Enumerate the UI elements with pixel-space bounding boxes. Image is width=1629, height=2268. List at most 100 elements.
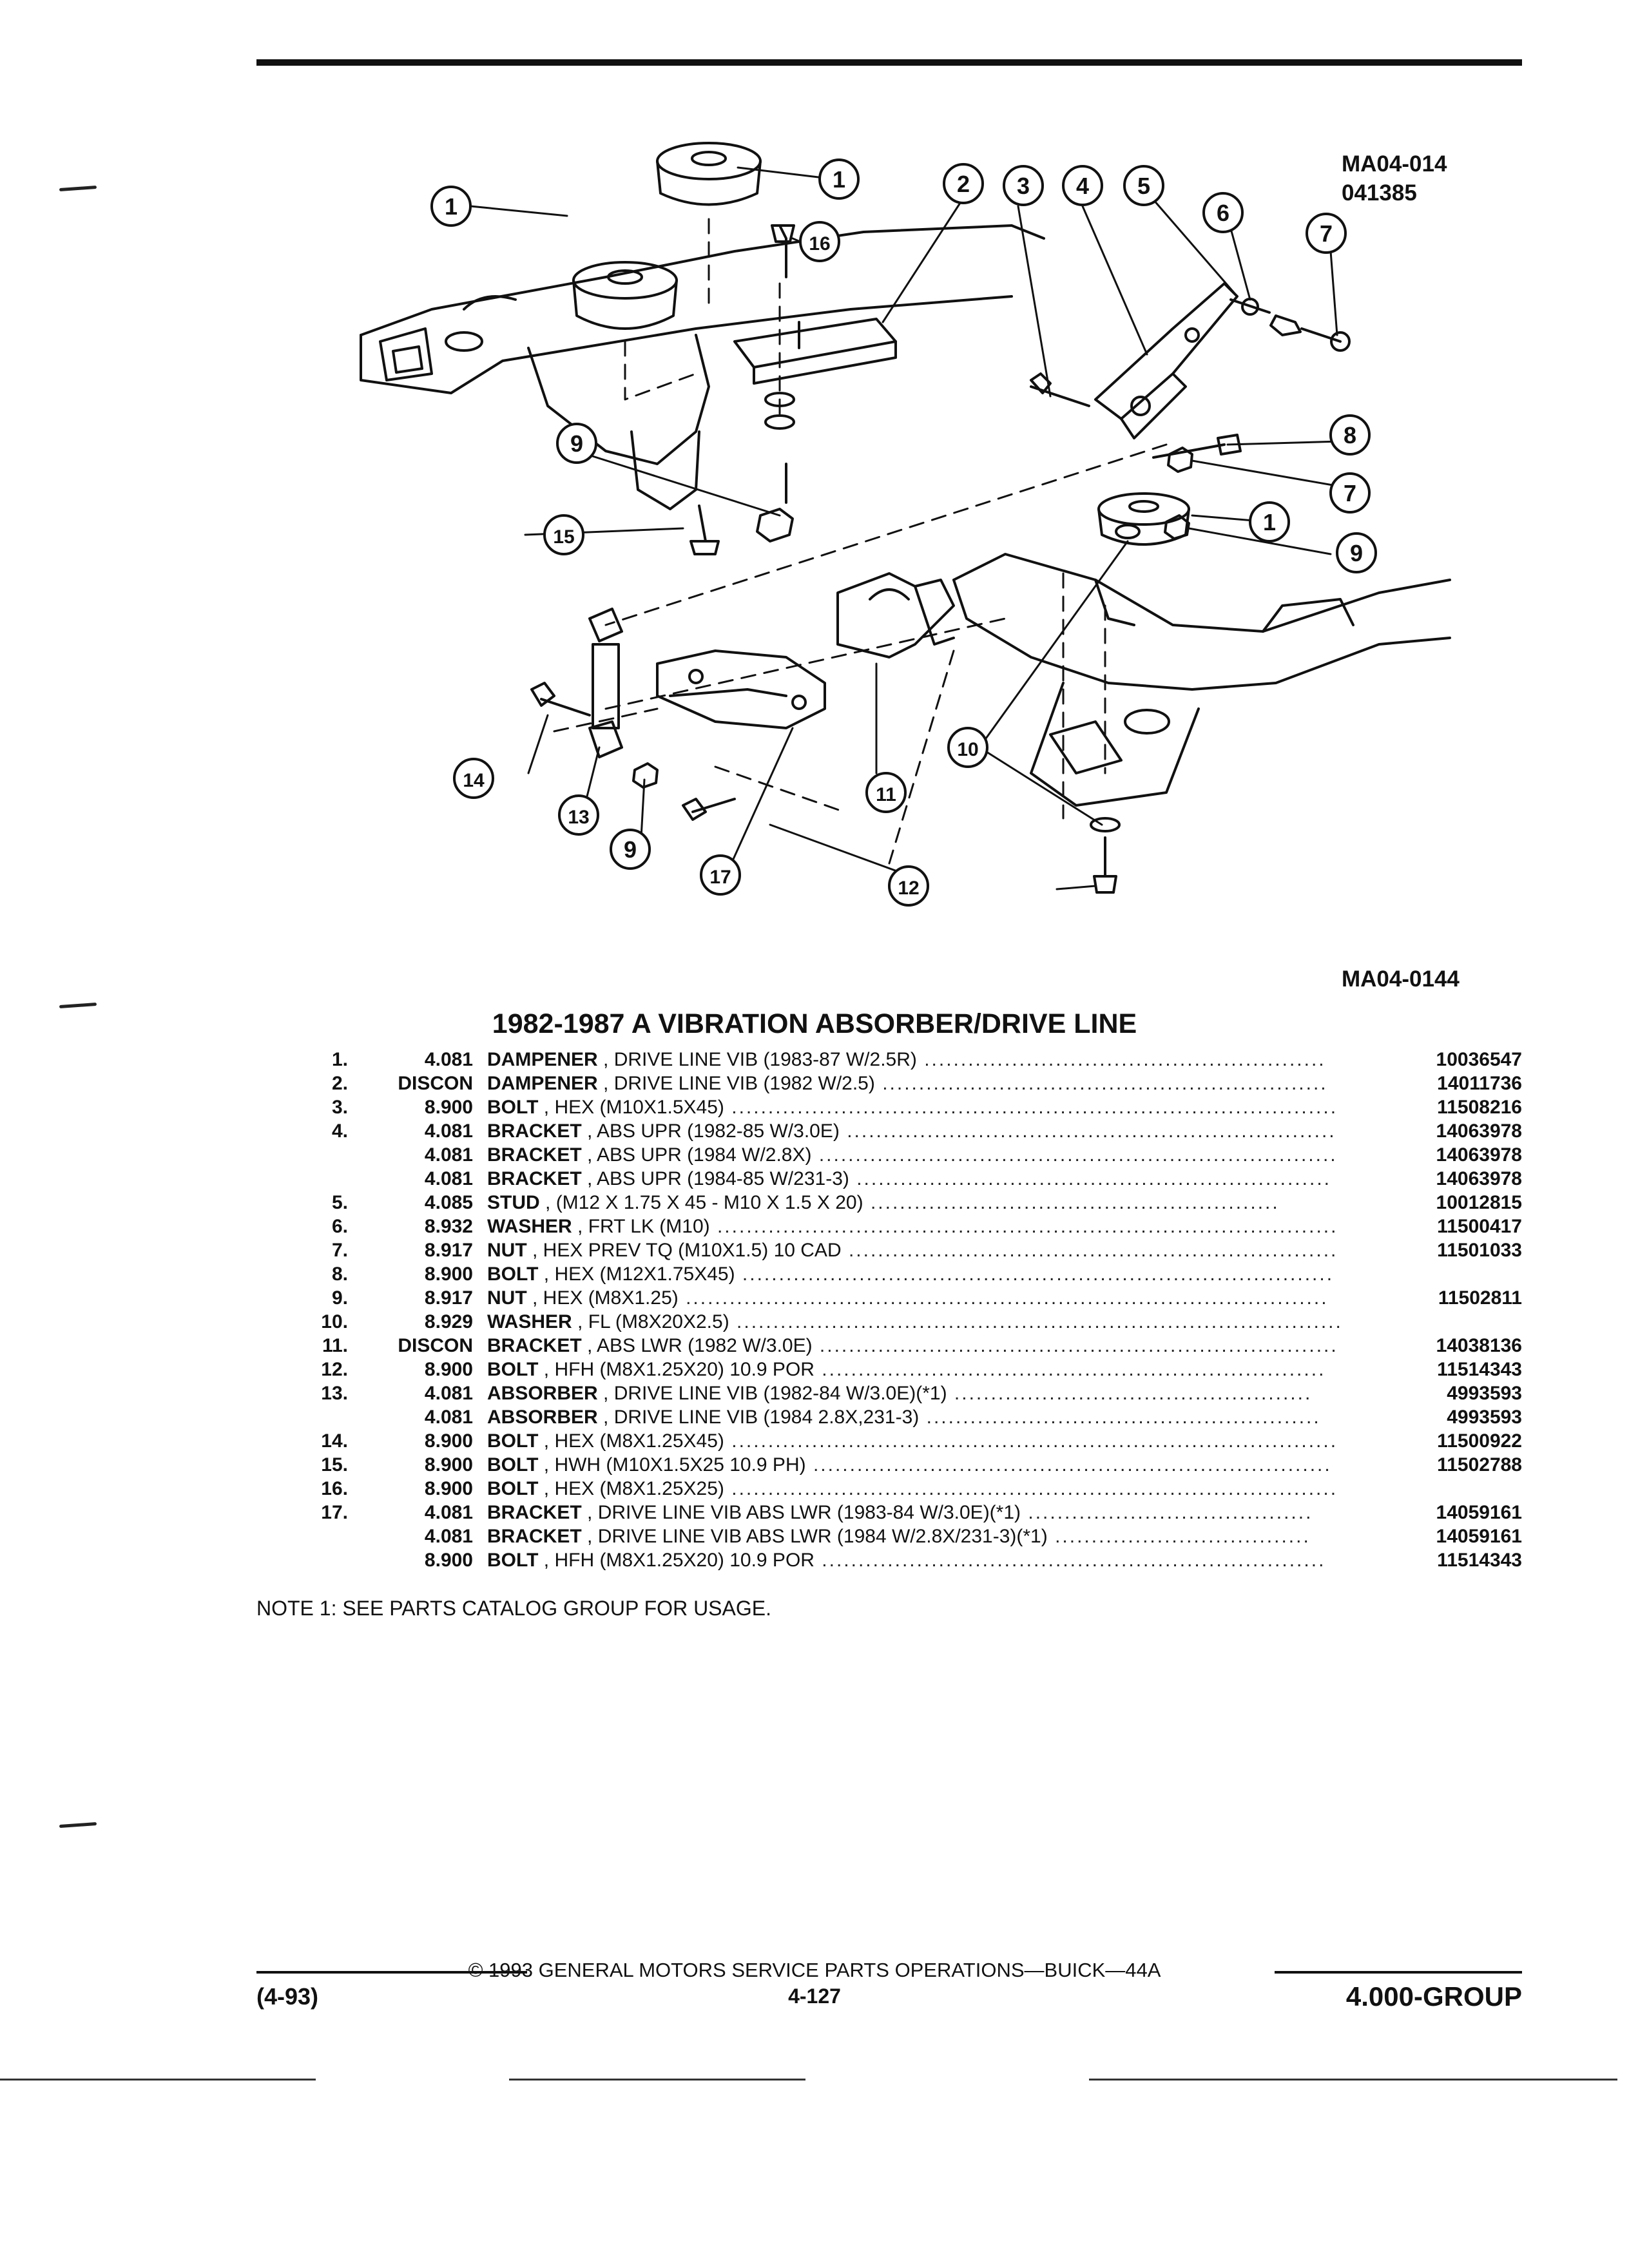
part-number: 11500417 [1437, 1216, 1522, 1237]
lower-crossmember-frame [952, 553, 1451, 807]
item-number [296, 1405, 357, 1429]
item-number: 13. [321, 1383, 348, 1404]
group-code: 4.081 [424, 1168, 473, 1189]
callout-label: 17 [709, 867, 731, 888]
binder-hole-mark [59, 1002, 97, 1009]
dot-leader: ........................................… [812, 1335, 1338, 1356]
part-name: BOLT [487, 1454, 539, 1475]
part-spec: HEX (M8X1.25X45) [554, 1430, 724, 1452]
part-number: 11508216 [1437, 1097, 1522, 1118]
figure-ref-bottom: MA04-0144 [1342, 966, 1460, 992]
bolt-part [771, 224, 795, 278]
group-code: 4.081 [424, 1502, 473, 1523]
part-spec: ABS UPR (1984 W/2.8X) [597, 1144, 812, 1166]
bolt-part [530, 682, 591, 716]
bottom-rule [0, 2079, 316, 2081]
part-spec: DRIVE LINE VIB (1982 W/2.5) [613, 1073, 875, 1094]
dot-leader: ................................... [1047, 1526, 1311, 1547]
dot-leader: ........................................… [805, 1454, 1332, 1475]
bolt-part [689, 505, 720, 555]
callout-17: 17 [700, 854, 741, 896]
callout-13: 13 [558, 794, 599, 836]
figure-date: 041385 [1342, 180, 1417, 206]
dampener-part [1097, 492, 1190, 546]
group-code: 8.900 [424, 1097, 473, 1118]
dot-leader: ........................................… [916, 1049, 1326, 1070]
callout-label: 8 [1344, 422, 1356, 448]
part-number: 11502811 [1438, 1287, 1522, 1309]
part-name: DAMPENER [487, 1073, 598, 1094]
part-number: 4993593 [1447, 1407, 1522, 1428]
part-name: WASHER [487, 1311, 572, 1332]
footer-rule-left [256, 1971, 527, 1974]
part-description: BOLT , HEX (M8X1.25X25) ................… [487, 1478, 1338, 1499]
callout-label: 9 [570, 430, 583, 457]
callout-16: 16 [799, 221, 840, 262]
item-number: 7. [331, 1240, 348, 1261]
callout-label: 10 [957, 739, 978, 760]
binder-hole-mark [59, 1821, 97, 1829]
usage-note: NOTE 1: SEE PARTS CATALOG GROUP FOR USAG… [256, 1597, 771, 1620]
part-spec: DRIVE LINE VIB (1984 2.8X,231-3) [613, 1407, 920, 1428]
part-name: BOLT [487, 1430, 539, 1452]
part-number: 11501033 [1437, 1240, 1522, 1261]
stud-washer-nut [1229, 298, 1351, 352]
callout-9: 9 [610, 829, 651, 870]
dot-leader: ........................................… [678, 1287, 1329, 1309]
bottom-rule [509, 2079, 805, 2081]
part-spec: (M12 X 1.75 X 45 - M10 X 1.5 X 20) [555, 1192, 863, 1213]
part-spec: HEX (M8X1.25X25) [554, 1478, 724, 1499]
part-description: BRACKET , ABS UPR (1984 W/2.8X) ........… [487, 1144, 1338, 1166]
dot-leader: ........................................… [811, 1144, 1338, 1166]
callout-11: 11 [865, 772, 907, 813]
part-number: 11514343 [1437, 1359, 1522, 1380]
part-name: STUD [487, 1192, 540, 1213]
group-code: 8.900 [424, 1359, 473, 1380]
item-number: 5. [331, 1192, 348, 1213]
callout-label: 7 [1344, 480, 1356, 506]
callout-1: 1 [818, 159, 860, 200]
part-number: 14059161 [1436, 1526, 1522, 1547]
group-code: DISCON [398, 1073, 473, 1094]
callout-4: 4 [1062, 165, 1103, 206]
dot-leader: ........................................… [849, 1168, 1331, 1189]
top-rule [256, 59, 1522, 66]
part-description: BOLT , HEX (M10X1.5X45) ................… [487, 1097, 1338, 1118]
part-description: ABSORBER , DRIVE LINE VIB (1982-84 W/3.0… [487, 1383, 1313, 1404]
bolt-part [682, 798, 736, 821]
part-number: 11502788 [1437, 1454, 1522, 1475]
item-number: 15. [321, 1454, 348, 1475]
part-number: 14063978 [1436, 1120, 1522, 1142]
part-spec: HEX PREV TQ (M10X1.5) 10 CAD [543, 1240, 842, 1261]
group-code: 4.081 [424, 1120, 473, 1142]
item-number: 9. [331, 1287, 348, 1309]
part-number: 14063978 [1436, 1168, 1522, 1189]
part-number [1400, 1262, 1522, 1286]
group-code: 4.081 [424, 1407, 473, 1428]
item-number: 2. [331, 1073, 348, 1094]
washer-bolt-stack [1090, 817, 1121, 894]
part-name: BOLT [487, 1097, 539, 1118]
leader-lines [469, 166, 1342, 890]
callout-label: 3 [1017, 173, 1030, 199]
part-spec: DRIVE LINE VIB ABS LWR (1984 W/2.8X/231-… [597, 1526, 1048, 1547]
callout-label: 5 [1137, 173, 1150, 199]
upper-crossmember-frame [360, 224, 1045, 510]
group-code: 8.932 [424, 1216, 473, 1237]
callout-7: 7 [1306, 213, 1347, 254]
part-number: 14011736 [1437, 1073, 1522, 1094]
part-description: DAMPENER , DRIVE LINE VIB (1982 W/2.5) .… [487, 1073, 1328, 1094]
part-description: BRACKET , DRIVE LINE VIB ABS LWR (1983-8… [487, 1502, 1313, 1523]
part-description: BOLT , HFH (M8X1.25X20) 10.9 POR .......… [487, 1550, 1326, 1571]
part-spec: HFH (M8X1.25X20) 10.9 POR [554, 1550, 815, 1571]
part-description: NUT , HEX PREV TQ (M10X1.5) 10 CAD .....… [487, 1240, 1338, 1261]
